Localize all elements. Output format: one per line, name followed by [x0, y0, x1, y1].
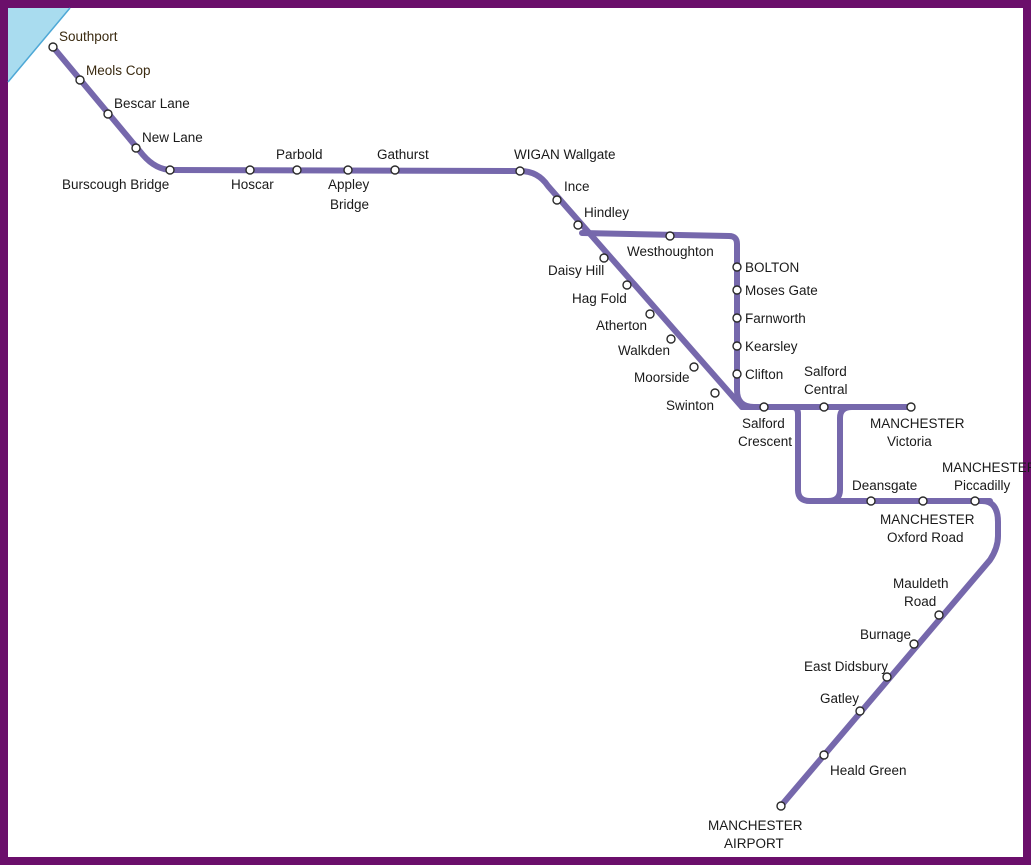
station-moses-gate[interactable] [732, 285, 742, 295]
label-moorside: Moorside [634, 370, 690, 385]
label-gathurst: Gathurst [377, 147, 429, 162]
station-hag-fold[interactable] [622, 280, 632, 290]
label-manchester-oxford-road-1: MANCHESTER [880, 512, 975, 527]
label-salford-central-1: Salford [804, 364, 847, 379]
label-meols-cop: Meols Cop [86, 63, 151, 78]
station-ince[interactable] [552, 195, 562, 205]
label-burnage: Burnage [860, 627, 911, 642]
label-manchester-piccadilly-1: MANCHESTER [942, 460, 1031, 475]
label-mauldeth-road-2: Road [904, 594, 936, 609]
station-salford-central[interactable] [819, 402, 829, 412]
label-burscough-bridge: Burscough Bridge [62, 177, 169, 192]
label-farnworth: Farnworth [745, 311, 806, 326]
label-gatley: Gatley [820, 691, 859, 706]
label-appley-bridge-1: Appley [328, 177, 370, 192]
label-deansgate: Deansgate [852, 478, 917, 493]
label-heald-green: Heald Green [830, 763, 907, 778]
station-bescar-lane[interactable] [103, 109, 113, 119]
station-burnage[interactable] [909, 639, 919, 649]
station-deansgate[interactable] [866, 496, 876, 506]
label-wigan-wallgate: WIGAN Wallgate [514, 147, 616, 162]
station-salford-crescent[interactable] [759, 402, 769, 412]
label-moses-gate: Moses Gate [745, 283, 818, 298]
station-new-lane[interactable] [131, 143, 141, 153]
label-southport: Southport [59, 29, 118, 44]
station-atherton[interactable] [645, 309, 655, 319]
station-hoscar[interactable] [245, 165, 255, 175]
station-hindley[interactable] [573, 220, 583, 230]
line-piccadilly-airport [777, 498, 1001, 810]
label-manchester-airport-2: AIRPORT [724, 836, 784, 851]
label-salford-crescent-1: Salford [742, 416, 785, 431]
station-gathurst[interactable] [390, 165, 400, 175]
station-parbold[interactable] [292, 165, 302, 175]
label-walkden: Walkden [618, 343, 670, 358]
label-kearsley: Kearsley [745, 339, 798, 354]
station-walkden[interactable] [666, 334, 676, 344]
station-labels: Southport Meols Cop Bescar Lane New Lane… [59, 29, 1031, 851]
station-wigan-wallgate[interactable] [515, 166, 525, 176]
label-bescar-lane: Bescar Lane [114, 96, 190, 111]
station-heald-green[interactable] [819, 750, 829, 760]
label-manchester-airport-1: MANCHESTER [708, 818, 803, 833]
station-southport[interactable] [48, 42, 58, 52]
station-burscough-bridge[interactable] [165, 165, 175, 175]
label-east-didsbury: East Didsbury [804, 659, 888, 674]
station-manchester-victoria[interactable] [906, 402, 916, 412]
label-ince: Ince [564, 179, 590, 194]
stations [48, 42, 980, 811]
station-farnworth[interactable] [732, 313, 742, 323]
line-victoria-link [825, 404, 855, 504]
station-meols-cop[interactable] [75, 75, 85, 85]
station-bolton[interactable] [732, 262, 742, 272]
line-salford-deansgate [789, 404, 993, 504]
label-hoscar: Hoscar [231, 177, 274, 192]
label-manchester-piccadilly-2: Piccadilly [954, 478, 1011, 493]
label-atherton: Atherton [596, 318, 647, 333]
station-clifton[interactable] [732, 369, 742, 379]
label-manchester-victoria-1: MANCHESTER [870, 416, 965, 431]
label-manchester-oxford-road-2: Oxford Road [887, 530, 964, 545]
label-hag-fold: Hag Fold [572, 291, 627, 306]
label-clifton: Clifton [745, 367, 783, 382]
station-manchester-oxford-road[interactable] [918, 496, 928, 506]
label-manchester-victoria-2: Victoria [887, 434, 932, 449]
label-parbold: Parbold [276, 147, 323, 162]
station-manchester-airport[interactable] [776, 801, 786, 811]
station-manchester-piccadilly[interactable] [970, 496, 980, 506]
label-bolton: BOLTON [745, 260, 799, 275]
station-moorside[interactable] [689, 362, 699, 372]
station-westhoughton[interactable] [665, 231, 675, 241]
label-salford-crescent-2: Crescent [738, 434, 792, 449]
station-east-didsbury[interactable] [882, 672, 892, 682]
label-mauldeth-road-1: Mauldeth [893, 576, 949, 591]
station-mauldeth-road[interactable] [934, 610, 944, 620]
label-salford-central-2: Central [804, 382, 848, 397]
station-daisy-hill[interactable] [599, 253, 609, 263]
label-swinton: Swinton [666, 398, 714, 413]
station-swinton[interactable] [710, 388, 720, 398]
coastline [7, 7, 71, 83]
station-gatley[interactable] [855, 706, 865, 716]
label-daisy-hill: Daisy Hill [548, 263, 604, 278]
label-westhoughton: Westhoughton [627, 244, 714, 259]
label-hindley: Hindley [584, 205, 629, 220]
station-kearsley[interactable] [732, 341, 742, 351]
label-new-lane: New Lane [142, 130, 203, 145]
station-appley-bridge[interactable] [343, 165, 353, 175]
label-appley-bridge-2: Bridge [330, 197, 369, 212]
